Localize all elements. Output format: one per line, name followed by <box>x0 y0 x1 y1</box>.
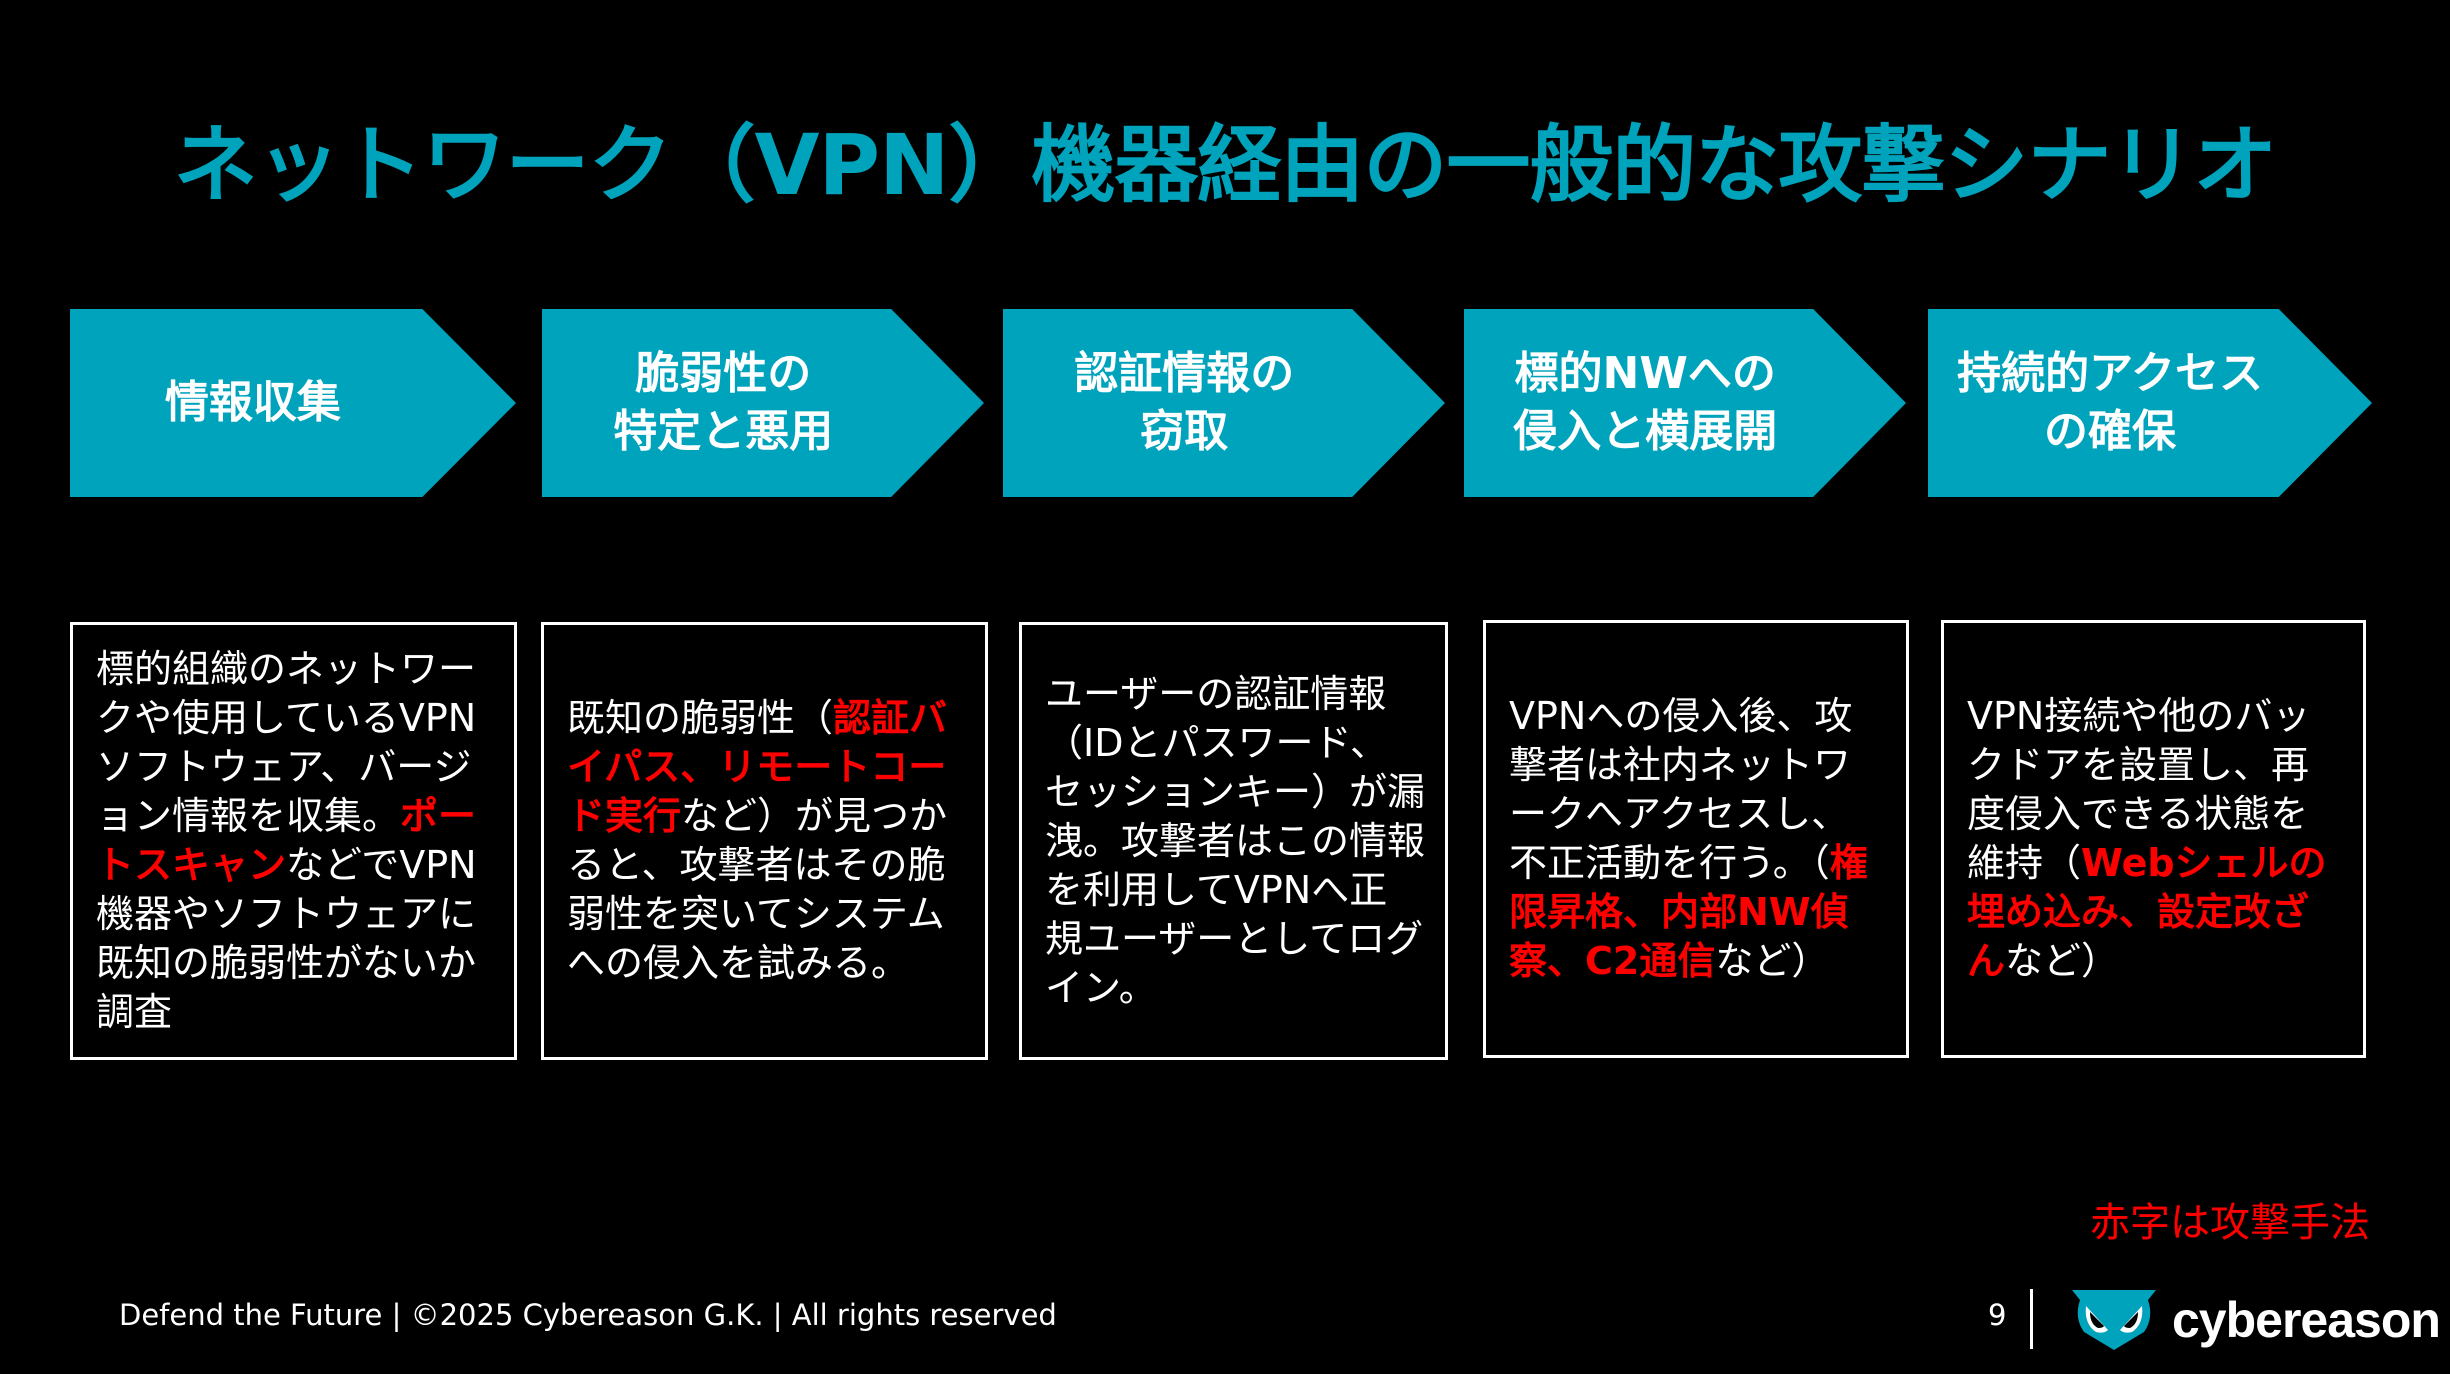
step-arrow-credential-theft: 認証情報の 窃取 <box>1003 309 1445 497</box>
description-box-reconnaissance: 標的組織のネットワークや使用しているVPNソフトウェア、バージョン情報を収集。ポ… <box>70 622 517 1060</box>
description-segment: VPNへの侵入後、攻撃者は社内ネットワークへアクセスし、不正活動を行う。（ <box>1509 694 1853 885</box>
attack-technique-text: ポートスキャン <box>96 794 477 887</box>
step-arrow-reconnaissance: 情報収集 <box>70 309 516 497</box>
step-label: 標的NWへの 侵入と横展開 <box>1513 348 1778 457</box>
step-label: 認証情報の 窃取 <box>1074 348 1295 457</box>
description-segment: VPN接続や他のバックドアを設置し、再度侵入できる状態を維持（ <box>1967 694 2311 885</box>
description-segment: 既知の脆弱性（ <box>567 696 834 740</box>
description-text: ユーザーの認証情報（IDとパスワード、セッションキー）が漏洩。攻撃者はこの情報を… <box>1045 670 1425 1013</box>
step-label: 情報収集 <box>164 377 341 428</box>
owl-logo-icon <box>2072 1290 2156 1350</box>
description-box-lateral-movement: VPNへの侵入後、攻撃者は社内ネットワークへアクセスし、不正活動を行う。（権限昇… <box>1483 620 1909 1058</box>
description-segment: ユーザーの認証情報（IDとパスワード、セッションキー）が漏洩。攻撃者はこの情報を… <box>1045 671 1426 1010</box>
footer-divider <box>2030 1289 2033 1349</box>
step-arrow-lateral-movement: 標的NWへの 侵入と横展開 <box>1464 309 1906 497</box>
description-box-exploit: 既知の脆弱性（認証バイパス、リモートコード実行など）が見つかると、攻撃者はその脆… <box>541 622 988 1060</box>
description-text: 標的組織のネットワークや使用しているVPNソフトウェア、バージョン情報を収集。ポ… <box>96 645 494 1037</box>
description-text: VPNへの侵入後、攻撃者は社内ネットワークへアクセスし、不正活動を行う。（権限昇… <box>1509 692 1886 986</box>
step-label: 持続的アクセス の確保 <box>1957 348 2263 457</box>
attack-technique-text: Webシェルの埋め込み、設定改ざん <box>1967 841 2327 983</box>
description-segment: 標的組織のネットワークや使用しているVPNソフトウェア、バージョン情報を収集。 <box>96 647 477 838</box>
slide-title: ネットワーク（VPN）機器経由の一般的な攻撃シナリオ <box>173 116 2278 214</box>
cybereason-logo: cybereason <box>2070 1288 2441 1352</box>
attack-technique-text: 権限昇格、内部NW偵察、C2通信 <box>1509 841 1868 983</box>
description-segment: など）が見つかると、攻撃者はその脆弱性を突いてシステムへの侵入を試みる。 <box>567 794 948 985</box>
page-number: 9 <box>1988 1298 2007 1332</box>
description-text: VPN接続や他のバックドアを設置し、再度侵入できる状態を維持（Webシェルの埋め… <box>1967 692 2343 986</box>
legend-note: 赤字は攻撃手法 <box>2090 1200 2370 1246</box>
step-arrow-persistence: 持続的アクセス の確保 <box>1928 309 2372 497</box>
logo-wordmark: cybereason <box>2172 1292 2441 1348</box>
step-arrow-exploit: 脆弱性の 特定と悪用 <box>542 309 984 497</box>
description-segment: など） <box>2005 939 2120 983</box>
description-segment: など） <box>1715 939 1830 983</box>
description-box-credential-theft: ユーザーの認証情報（IDとパスワード、セッションキー）が漏洩。攻撃者はこの情報を… <box>1019 622 1448 1060</box>
description-segment: などでVPN機器やソフトウェアに既知の脆弱性がないか調査 <box>96 843 477 1034</box>
attack-technique-text: 認証バイパス、リモートコード実行 <box>567 696 948 838</box>
description-text: 既知の脆弱性（認証バイパス、リモートコード実行など）が見つかると、攻撃者はその脆… <box>567 694 965 988</box>
description-box-persistence: VPN接続や他のバックドアを設置し、再度侵入できる状態を維持（Webシェルの埋め… <box>1941 620 2366 1058</box>
step-label: 脆弱性の 特定と悪用 <box>613 348 834 457</box>
footer-copyright: Defend the Future | ©2025 Cybereason G.K… <box>119 1298 1057 1332</box>
